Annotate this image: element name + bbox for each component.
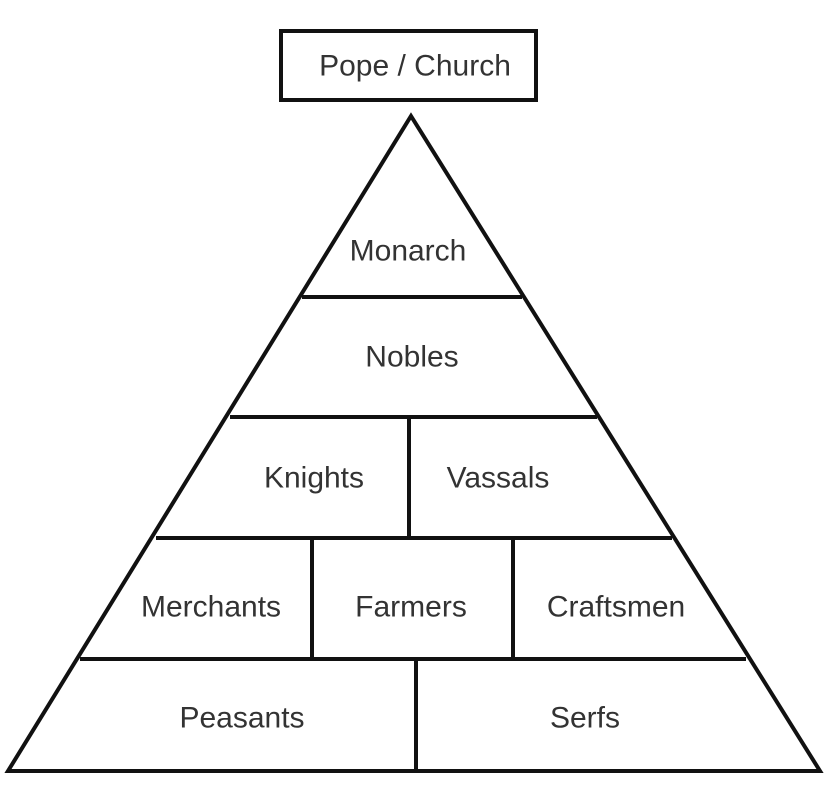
tier-label-knights: Knights: [264, 462, 364, 495]
tier-label-craftsmen: Craftsmen: [547, 591, 685, 624]
top-box-label: Pope / Church: [319, 50, 511, 83]
tier-label-merchants: Merchants: [141, 591, 281, 624]
tier-5: Peasants Serfs: [179, 702, 620, 735]
tier-2: Nobles: [365, 341, 458, 374]
tier-label-peasants: Peasants: [179, 702, 304, 735]
tier-label-vassals: Vassals: [447, 462, 550, 495]
cell-dividers: [310, 417, 515, 771]
top-box-frame: [279, 29, 538, 102]
tier-1: Monarch: [350, 235, 467, 268]
tier-3: Knights Vassals: [264, 462, 549, 495]
tier-label-nobles: Nobles: [365, 341, 458, 374]
tier-label-farmers: Farmers: [355, 591, 467, 624]
tier-label-serfs: Serfs: [550, 702, 620, 735]
tier-dividers: [80, 295, 746, 661]
tier-4: Merchants Farmers Craftsmen: [141, 591, 685, 624]
top-box: Pope / Church: [279, 29, 538, 102]
tier-label-monarch: Monarch: [350, 235, 467, 268]
